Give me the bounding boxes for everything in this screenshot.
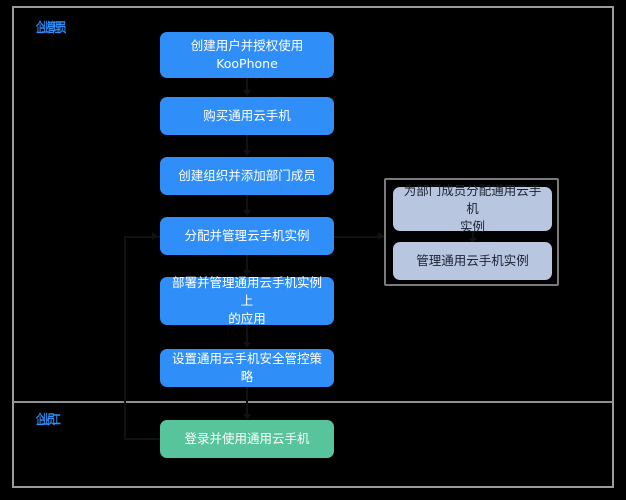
connector-n1-n2 (246, 76, 248, 92)
sub-node-assign-instance-to-member[interactable]: 为部门成员分配通用云手机 实例 (393, 183, 552, 234)
connector-n4-n5 (246, 253, 248, 271)
connector-n2-n3 (246, 133, 248, 151)
connector-s1-s2 (472, 231, 474, 241)
frame-left-border (12, 6, 14, 488)
connector-n7-left-stub (124, 438, 160, 440)
flow-node-deploy-apps[interactable]: 部署并管理通用云手机实例上 的应用 (160, 275, 334, 326)
sub-node-manage-instance[interactable]: 管理通用云手机实例 (393, 242, 552, 280)
arrowhead-n4-group (378, 232, 384, 240)
flow-node-create-org[interactable]: 创建组织并添加部门成员 (160, 157, 334, 195)
swimlane-label-employee: 企业员工 (36, 413, 61, 428)
connector-left-riser (124, 236, 126, 440)
subprocess-group-container: 为部门成员分配通用云手机 实例 管理通用云手机实例 (384, 178, 559, 286)
flow-node-security-policy[interactable]: 设置通用云手机安全管控策略 (160, 349, 334, 387)
connector-n4-group (334, 236, 384, 238)
arrowhead-n6-n7 (243, 414, 251, 420)
arrowhead-n3-n4 (243, 210, 251, 216)
connector-n3-n4 (246, 193, 248, 211)
swimlane-label-admin: 企业管理员 (36, 21, 66, 36)
flow-node-purchase-cloudphone[interactable]: 购买通用云手机 (160, 97, 334, 135)
flow-node-login-use-cloudphone[interactable]: 登录并使用通用云手机 (160, 420, 334, 458)
connector-n5-n6 (246, 325, 248, 343)
connector-left-into-n4 (124, 236, 160, 238)
arrowhead-n1-n2 (243, 90, 251, 96)
arrowhead-left-into-n4 (152, 232, 158, 240)
flow-node-assign-manage-instance[interactable]: 分配并管理云手机实例 (160, 217, 334, 255)
arrowhead-n2-n3 (243, 150, 251, 156)
arrowhead-s1-s2 (469, 238, 477, 244)
flow-node-create-user[interactable]: 创建用户并授权使用 KooPhone (160, 32, 334, 78)
frame-bottom-border (12, 486, 614, 488)
arrowhead-n4-n5 (243, 270, 251, 276)
arrowhead-n5-n6 (243, 342, 251, 348)
frame-right-border (612, 6, 614, 488)
swimlane-divider (14, 401, 612, 403)
connector-n6-n7 (246, 385, 248, 415)
frame-top-border (12, 6, 614, 8)
